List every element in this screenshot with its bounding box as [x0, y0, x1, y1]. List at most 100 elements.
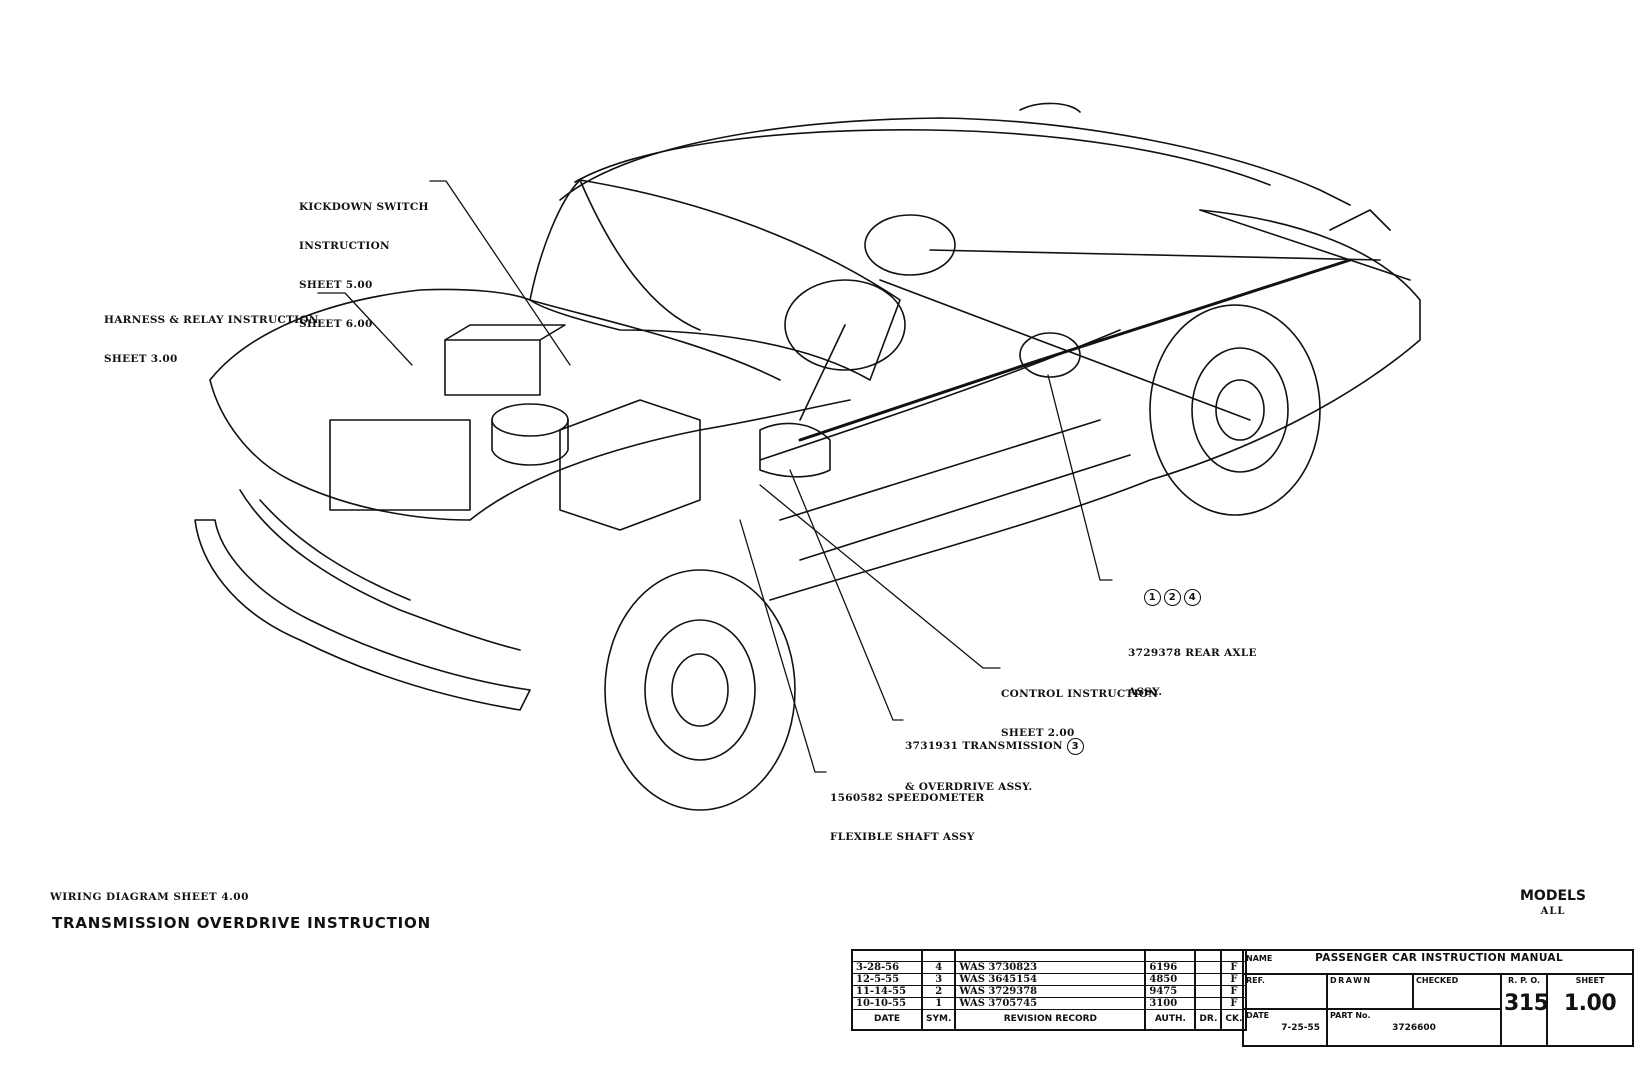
revision-text: WAS 3730823 [954, 961, 1147, 974]
revision-ck: F [1220, 985, 1248, 998]
revision-dr [1194, 961, 1223, 974]
callout-line: ASSY. [1128, 686, 1163, 698]
callout-control-instruction: CONTROL INSTRUCTION SHEET 2.00 [1001, 662, 1158, 753]
engine-block [559, 399, 701, 531]
revision-sym: 4 [920, 961, 957, 974]
table-row: 11-14-55 2 WAS 3729378 9475 F [851, 985, 1248, 998]
revision-text: WAS 3645154 [954, 973, 1147, 986]
front-wheel [604, 569, 796, 811]
front-fender-left [209, 288, 531, 381]
revision-record-table: 3-28-56 4 WAS 3730823 6196 F 12-5-55 3 W… [851, 949, 1248, 1031]
callout-line: 1560582 SPEEDOMETER [830, 792, 985, 804]
revision-dr [1194, 997, 1223, 1010]
steering-wheel [784, 279, 906, 371]
revision-ck: F [1220, 997, 1248, 1010]
callout-line: SHEET 6.00 [299, 318, 373, 330]
leader-control [759, 484, 1001, 669]
revision-symbol-circle: 4 [1183, 589, 1201, 606]
sheet-cell: SHEET 1.00 [1548, 975, 1632, 1045]
revision-date: 12-5-55 [851, 973, 923, 986]
date-cell: DATE 7-25-55 [1244, 1010, 1328, 1045]
differential [1019, 332, 1081, 378]
part-number-cell: PART No. 3726600 [1328, 1010, 1502, 1045]
revision-date: 11-14-55 [851, 985, 923, 998]
crossmember [879, 279, 1251, 421]
table-row: 3-28-56 4 WAS 3730823 6196 F [851, 961, 1248, 974]
models-label: MODELS [1519, 888, 1587, 904]
part-value: 3726600 [1392, 1023, 1436, 1033]
ref-label: REF. [1246, 976, 1265, 985]
table-row: 12-5-55 3 WAS 3645154 4850 F [851, 973, 1248, 986]
header-revision-record: REVISION RECORD [954, 1009, 1147, 1031]
leader-transmission [789, 469, 904, 721]
callout-line: SHEET 5.00 [299, 279, 373, 291]
part-label: PART No. [1330, 1011, 1371, 1020]
revision-text: WAS 3705745 [954, 997, 1147, 1010]
revision-sym: 1 [920, 997, 957, 1010]
sheet-label: SHEET [1575, 976, 1605, 985]
title-block: NAME PASSENGER CAR INSTRUCTION MANUAL RE… [1242, 949, 1634, 1047]
callout-line: & OVERDRIVE ASSY. [905, 781, 1033, 793]
callout-line: 3731931 TRANSMISSION 3 [905, 738, 1087, 755]
front-wheel-cap [671, 653, 729, 727]
callout-line: INSTRUCTION [299, 240, 390, 252]
windshield [529, 179, 901, 381]
rpo-cell: R. P. O. 315 [1502, 975, 1549, 1045]
grille [239, 489, 521, 651]
revision-date: 3-28-56 [851, 961, 923, 974]
trunk-line [1199, 209, 1411, 281]
table-row [851, 950, 1248, 962]
battery [444, 339, 541, 396]
transmission-housing [759, 422, 831, 478]
steering-column [799, 324, 846, 421]
callout-line: 3729378 REAR AXLE [1128, 647, 1257, 659]
hood-edge [209, 379, 471, 521]
floor-brace [799, 454, 1131, 561]
checked-cell: CHECKED [1414, 975, 1502, 1010]
sheet-subtitle: WIRING DIAGRAM SHEET 4.00 [50, 891, 249, 903]
drawn-cell: DRAWN [1328, 975, 1414, 1010]
drawn-label: DRAWN [1330, 976, 1372, 985]
callout-line: CONTROL INSTRUCTION [1001, 688, 1159, 700]
callout-line: SHEET 3.00 [104, 353, 178, 365]
revision-auth: 4850 [1144, 973, 1197, 986]
callout-line: FLEXIBLE SHAFT ASSY [830, 831, 975, 843]
callout-speedometer: 1560582 SPEEDOMETER FLEXIBLE SHAFT ASSY [830, 766, 984, 857]
callout-line: SHEET 2.00 [1001, 727, 1075, 739]
callout-text: 3731931 TRANSMISSION [905, 740, 1063, 752]
callout-harness-relay: HARNESS & RELAY INSTRUCTION SHEET 3.00 [104, 288, 319, 379]
revision-dr [1194, 973, 1223, 986]
checked-label: CHECKED [1416, 976, 1459, 985]
front-bumper [194, 519, 531, 711]
sheet-value: 1.00 [1563, 991, 1617, 1016]
air-cleaner-body [491, 419, 569, 466]
floor-brace [779, 419, 1101, 521]
callout-kickdown-switch: KICKDOWN SWITCH INSTRUCTION SHEET 5.00 S… [299, 175, 429, 344]
rear-shock [1329, 209, 1391, 231]
driveshaft [798, 358, 1042, 442]
revision-auth: 9475 [1144, 985, 1197, 998]
grille-inner [259, 499, 411, 601]
leader-harness [317, 292, 413, 366]
spare-wheel [864, 214, 956, 276]
revision-date: 10-10-55 [851, 997, 923, 1010]
rocker-panel [769, 479, 1151, 601]
header-date: DATE [851, 1009, 923, 1031]
car-roof-inner [574, 129, 1271, 186]
name-value: PASSENGER CAR INSTRUCTION MANUAL [1315, 952, 1564, 964]
car-roof [559, 117, 1351, 206]
callout-transmission: 3731931 TRANSMISSION 3 & OVERDRIVE ASSY. [905, 712, 1087, 807]
revision-symbol-circle: 3 [1066, 738, 1084, 755]
sheet-title: TRANSMISSION OVERDRIVE INSTRUCTION [52, 914, 431, 932]
callout-line: HARNESS & RELAY INSTRUCTION [104, 314, 319, 326]
air-cleaner [491, 403, 569, 437]
revision-symbol-circle: 2 [1163, 589, 1181, 606]
leader-kickdown [429, 180, 571, 366]
rear-quarter [1149, 209, 1421, 481]
revision-ck: F [1220, 961, 1248, 974]
revision-auth: 6196 [1144, 961, 1197, 974]
rear-fin-top [1019, 102, 1081, 113]
front-fender-right [469, 399, 851, 521]
leader-rear-axle [1047, 374, 1113, 581]
rpo-value: 315 [1504, 991, 1549, 1016]
